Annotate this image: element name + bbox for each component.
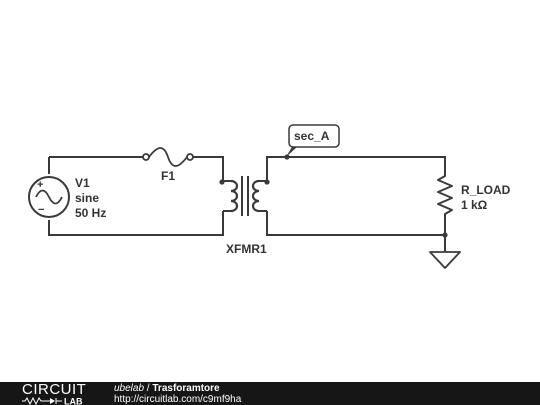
fuse-name-label: F1 [161,169,175,183]
secondary-wires [266,156,446,252]
svg-text:+: + [37,179,43,191]
circuitlab-logo[interactable]: CIRCUIT LAB [22,382,94,405]
transformer-xfmr1[interactable] [219,176,270,216]
footer-user[interactable]: ubelab [114,383,145,394]
v1-name-label: V1 [75,176,90,190]
footer-bar: CIRCUIT LAB ubelab / Trasforamtore http:… [0,382,540,405]
logo-text-lab: LAB [64,397,83,405]
transformer-name-label: XFMR1 [226,242,267,256]
footer-url[interactable]: http://circuitlab.com/c9mf9ha [114,394,242,405]
footer-separator: / [144,383,153,394]
net-label-text: sec_A [294,129,330,143]
footer-info: ubelab / Trasforamtore http://circuitlab… [114,383,241,405]
resistor-value-label: 1 kΩ [461,198,488,212]
logo-resistor-icon: LAB [22,397,83,405]
primary-wires [48,156,224,236]
circuit-schematic: + − V1 sine 50 Hz F1 XFMR1 sec_A [28,124,511,269]
v1-frequency-label: 50 Hz [75,206,106,220]
fuse-f1[interactable] [142,147,194,167]
logo-text-circuit: CIRCUIT [22,381,87,398]
ground-symbol[interactable] [429,232,461,269]
net-label-sec-a[interactable]: sec_A [284,124,340,160]
svg-text:−: − [38,204,44,216]
voltage-source-v1[interactable]: + − [28,176,70,218]
resistor-name-label: R_LOAD [461,183,511,197]
footer-title[interactable]: Trasforamtore [152,383,220,394]
v1-type-label: sine [75,191,99,205]
footer-project-line: ubelab / Trasforamtore [114,383,241,394]
resistor-r-load[interactable] [437,172,453,220]
